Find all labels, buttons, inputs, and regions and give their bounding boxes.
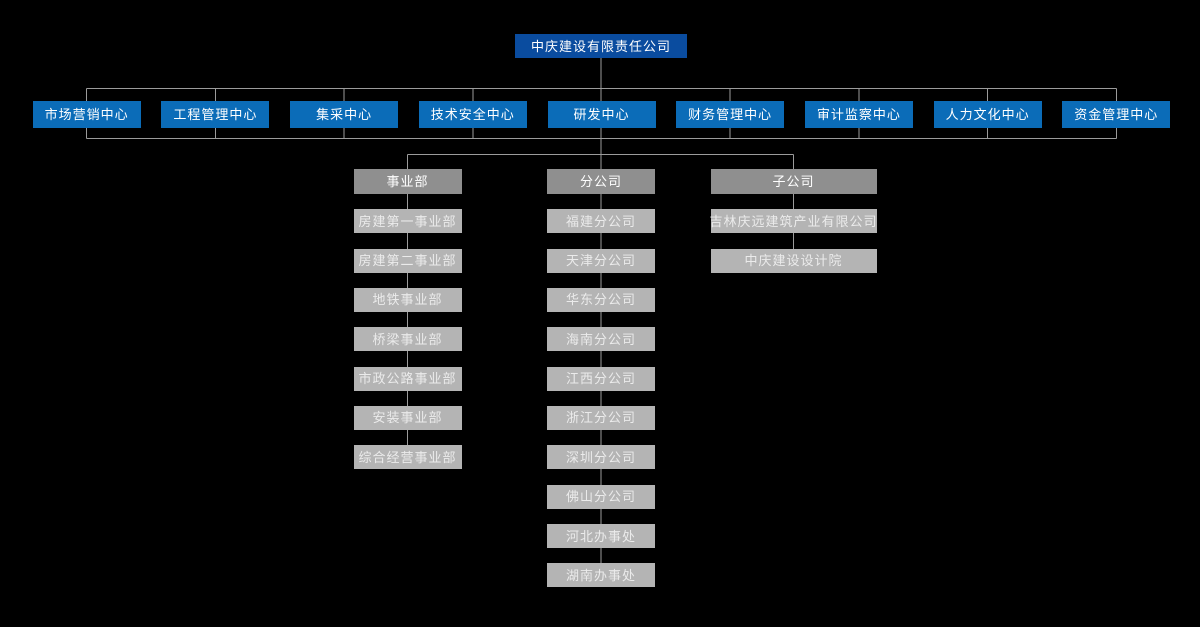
org-node-child: 桥梁事业部 (353, 327, 462, 352)
org-node-child: 安装事业部 (353, 405, 462, 430)
org-node-center: 财务管理中心 (676, 100, 785, 128)
org-node-group-header: 事业部 (353, 169, 462, 194)
org-node-child: 浙江分公司 (547, 405, 655, 430)
org-node-child: 海南分公司 (547, 327, 655, 352)
org-node-child: 湖南办事处 (547, 563, 655, 588)
org-node-center: 市场营销中心 (32, 100, 141, 128)
org-node-child: 地铁事业部 (353, 287, 462, 312)
org-node-center: 人力文化中心 (933, 100, 1042, 128)
org-node-center: 集采中心 (290, 100, 399, 128)
org-node-child: 吉林庆远建筑产业有限公司 (710, 209, 877, 234)
org-node-center: 审计监察中心 (804, 100, 913, 128)
org-node-child: 综合经营事业部 (353, 445, 462, 470)
org-node-center: 技术安全中心 (418, 100, 527, 128)
org-node-child: 市政公路事业部 (353, 366, 462, 391)
org-node-group-header: 分公司 (547, 169, 655, 194)
org-node-center: 工程管理中心 (161, 100, 270, 128)
org-node-center: 资金管理中心 (1062, 100, 1171, 128)
org-node-child: 中庆建设设计院 (710, 248, 877, 273)
org-node-child: 房建第二事业部 (353, 248, 462, 273)
org-node-child: 天津分公司 (547, 248, 655, 273)
org-node-child: 福建分公司 (547, 209, 655, 234)
org-node-child: 佛山分公司 (547, 484, 655, 509)
org-node-child: 深圳分公司 (547, 445, 655, 470)
org-node-group-header: 子公司 (710, 169, 877, 194)
org-node-child: 华东分公司 (547, 287, 655, 312)
org-node-child: 房建第一事业部 (353, 209, 462, 234)
org-node-child: 江西分公司 (547, 366, 655, 391)
org-node-center: 研发中心 (547, 100, 656, 128)
org-node-child: 河北办事处 (547, 524, 655, 548)
org-node-root: 中庆建设有限责任公司 (515, 34, 687, 58)
